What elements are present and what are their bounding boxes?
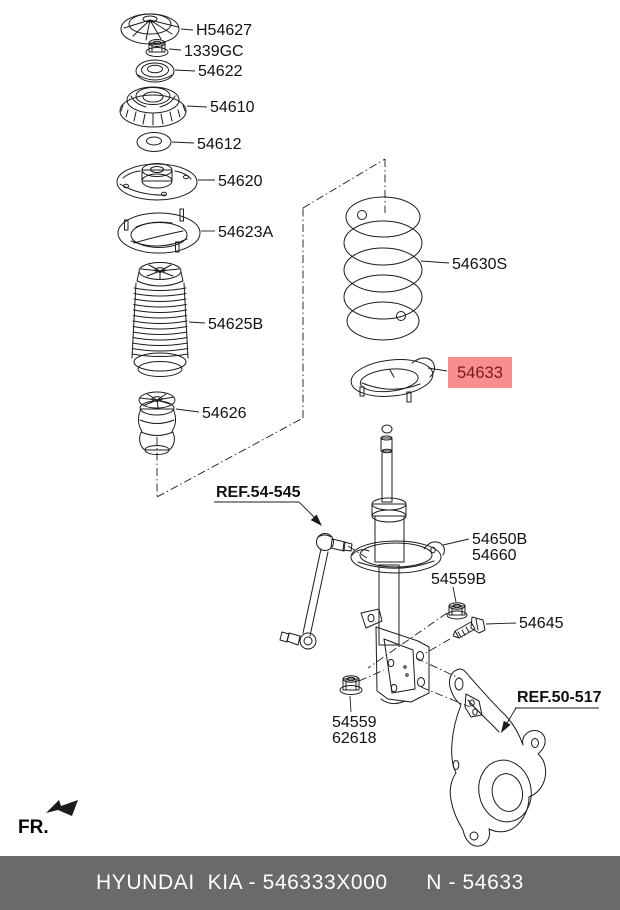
part-label-54622[interactable]: 54622 (198, 63, 243, 80)
part-label-54625B[interactable]: 54625B (208, 316, 263, 333)
part-drawing-strut (350, 424, 445, 705)
part-label-54610[interactable]: 54610 (210, 99, 255, 116)
part-label-54650B[interactable]: 54650B (472, 531, 527, 548)
part-label-54660[interactable]: 54660 (472, 547, 517, 564)
highlighted-part-callout[interactable]: 54633 (448, 357, 512, 388)
fr-direction-arrow-icon (46, 800, 78, 816)
footer-bar: HYUNDAI KIA - 546333X000 N - 54633 (0, 856, 620, 910)
part-label-54626[interactable]: 54626 (202, 405, 247, 422)
part-drawing-dust-cover (131, 262, 189, 377)
ref-callout-knuckle: REF.50-517 (501, 689, 602, 733)
part-drawing-bearing (135, 59, 175, 83)
suspension-parts-diagram: H54627 1339GC 54622 54610 54612 54620 54… (18, 13, 602, 847)
part-label-54623A[interactable]: 54623A (218, 224, 273, 241)
ref-arrowhead-50-517 (501, 720, 511, 733)
part-drawing-insulator (119, 86, 187, 128)
part-drawing-top-nut (145, 39, 169, 57)
footer-part-text: HYUNDAI KIA - 546333X000 N - 54633 (96, 871, 524, 894)
construction-lines (156, 158, 471, 708)
part-drawing-bumper (138, 391, 176, 455)
part-drawing-cap (120, 13, 180, 45)
exploded-parts-column (116, 13, 547, 847)
part-label-54645[interactable]: 54645 (519, 615, 564, 632)
leader-lines (168, 28, 517, 713)
part-drawing-lower-nut (339, 675, 363, 695)
part-label-54612[interactable]: 54612 (197, 136, 242, 153)
part-drawing-support (116, 163, 198, 201)
part-drawing-washer (136, 132, 172, 152)
orientation-indicator: FR. (18, 800, 78, 838)
fr-direction-label: FR. (18, 817, 49, 838)
part-label-54630S[interactable]: 54630S (452, 256, 507, 273)
part-label-54620[interactable]: 54620 (218, 173, 263, 190)
part-label-54633-highlighted[interactable]: 54633 (457, 364, 503, 382)
highlight-box[interactable] (448, 357, 512, 388)
ref-label-54-545[interactable]: REF.54-545 (216, 484, 301, 501)
part-drawing-stabilizer-link (279, 533, 353, 650)
ref-callout-stabilizer: REF.54-545 (214, 484, 322, 526)
part-label-54559[interactable]: 54559 (332, 714, 377, 731)
part-drawing-bolt (452, 616, 486, 639)
part-drawing-coil-spring (343, 196, 423, 341)
ref-label-50-517[interactable]: REF.50-517 (517, 689, 602, 706)
ref-arrowhead-54-545 (310, 514, 322, 526)
part-label-54559B[interactable]: 54559B (431, 571, 486, 588)
part-drawing-knuckle (449, 668, 547, 847)
part-label-H54627[interactable]: H54627 (196, 22, 252, 39)
part-drawing-spring-pad (350, 357, 436, 403)
part-label-62618[interactable]: 62618 (332, 730, 377, 747)
part-drawing-seat-upper (117, 208, 201, 254)
part-drawing-flange-nut (446, 602, 468, 620)
part-label-1339GC[interactable]: 1339GC (184, 43, 244, 60)
